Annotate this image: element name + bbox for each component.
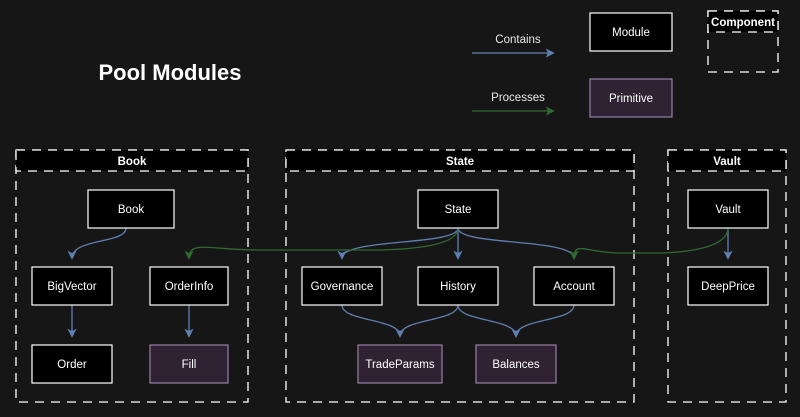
cluster-book-header [15,149,249,172]
edge-governance-to-tradeparams [341,304,405,338]
node-deepprice-box[interactable] [687,266,769,306]
node-fill[interactable]: Fill [149,344,229,384]
node-order-label: Order [57,359,87,371]
node-order[interactable]: Order [31,344,113,384]
node-order-box[interactable] [31,344,113,384]
legend-primitive-box [589,78,673,118]
cluster-state-border [285,149,635,403]
legend-module-label: Module [612,27,650,39]
node-deepprice-label: DeepPrice [701,281,755,293]
node-tradeparams-label: TradeParams [365,359,434,371]
edge-state-to-account [457,227,579,260]
node-account[interactable]: Account [533,266,615,306]
node-balances-label: Balances [492,359,540,371]
legend-component-label: Component [711,17,775,29]
legend-edge-contains: Contains [472,34,555,58]
cluster-vault-header [667,149,787,172]
legend-contains-label: Contains [495,34,541,46]
node-governance[interactable]: Governance [301,266,383,306]
node-orderinfo[interactable]: OrderInfo [149,266,229,306]
node-tradeparams-box[interactable] [357,344,443,384]
node-balances[interactable]: Balances [475,344,557,384]
node-state-box[interactable] [417,189,499,229]
page-title: Pool Modules [99,60,242,85]
edge-state-to-orderinfo [184,227,459,260]
cluster-vault-border [667,149,787,403]
edge-book-to-bigvector [67,227,127,260]
node-vault-label: Vault [715,204,741,216]
node-book-box[interactable] [87,189,175,229]
legend-edge-processes: Processes [472,92,555,116]
cluster-state-header [285,149,635,172]
node-bigvector-box[interactable] [31,266,113,306]
node-history[interactable]: History [417,266,499,306]
node-book[interactable]: Book [87,189,175,229]
legend-primitive-label: Primitive [609,93,653,105]
node-governance-label: Governance [311,281,374,293]
node-bigvector[interactable]: BigVector [31,266,113,306]
edge-account-to-balances [511,304,575,338]
node-state-label: State [445,204,472,216]
node-state[interactable]: State [417,189,499,229]
node-vault[interactable]: Vault [687,189,769,229]
node-account-box[interactable] [533,266,615,306]
node-vault-box[interactable] [687,189,769,229]
node-history-box[interactable] [417,266,499,306]
node-orderinfo-label: OrderInfo [165,281,214,293]
cluster-book: Book [15,149,249,403]
cluster-book-label: Book [118,156,147,168]
legend-processes-label: Processes [491,92,545,104]
node-history-label: History [440,281,476,293]
legend-module-box [589,12,673,52]
edge-history-to-tradeparams [395,304,459,338]
node-fill-label: Fill [182,359,197,371]
cluster-state: State [285,149,635,403]
cluster-vault: Vault [667,149,787,403]
node-tradeparams[interactable]: TradeParams [357,344,443,384]
legend-shape-component: Component [707,10,779,73]
node-governance-box[interactable] [301,266,383,306]
legend-shape-module: Module [589,12,673,52]
edge-vault-to-account [569,227,729,260]
node-bigvector-label: BigVector [47,281,96,293]
edge-state-to-governance [337,227,459,260]
legend-shape-primitive: Primitive [589,78,673,118]
node-orderinfo-box[interactable] [149,266,229,306]
node-book-label: Book [118,204,144,216]
legend-component-header [707,10,779,33]
cluster-state-label: State [446,156,474,168]
cluster-vault-label: Vault [713,156,741,168]
node-fill-box[interactable] [149,344,229,384]
node-balances-box[interactable] [475,344,557,384]
node-account-label: Account [553,281,595,293]
node-deepprice[interactable]: DeepPrice [687,266,769,306]
edge-history-to-balances [457,304,521,338]
